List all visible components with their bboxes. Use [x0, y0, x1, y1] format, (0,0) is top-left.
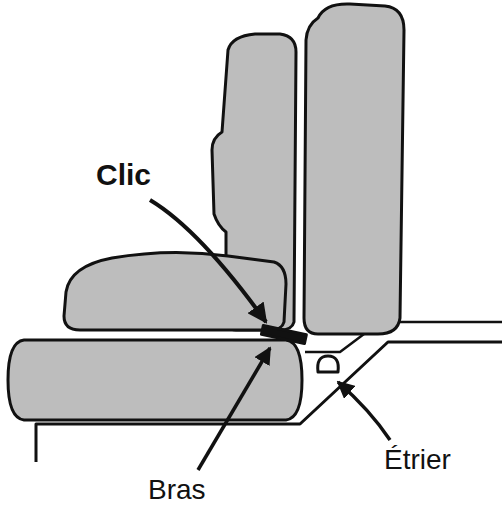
part-label: Bras: [148, 476, 206, 504]
part-label: Clic: [96, 160, 151, 190]
part-label: Étrier: [384, 446, 451, 474]
